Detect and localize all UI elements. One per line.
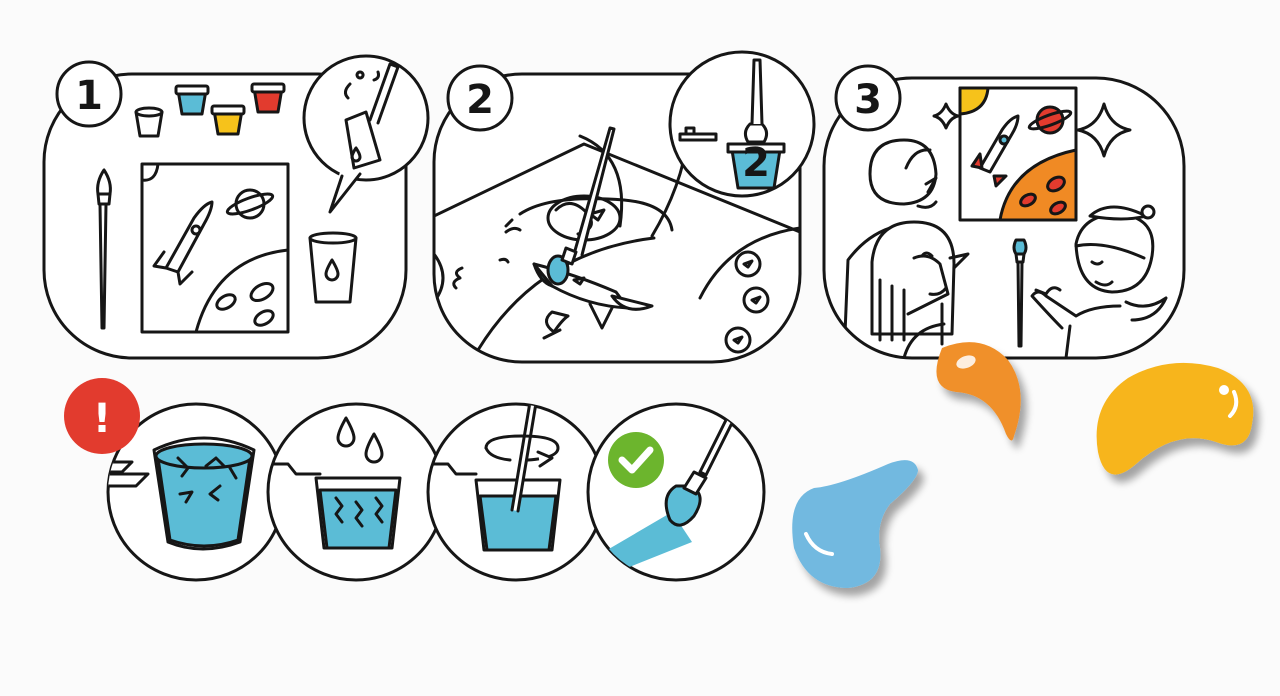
cleaning-steps [106,402,766,582]
step-number-1: 1 [75,73,103,119]
paint-drop-icon [1096,362,1254,475]
step-1-panel [42,54,430,360]
warning-icon: ! [64,378,140,454]
paintbrush-icon [1012,238,1028,348]
paint-drop-icon [936,342,1021,441]
step-2-panel: 2 [432,50,816,364]
paintbrush-icon [664,410,738,527]
cup-number: 2 [742,140,770,186]
dip-brush-bubble [302,54,430,214]
sparkle-icon [932,102,960,130]
paint-pot-icon [134,82,286,138]
fresh-water-circle [266,402,446,582]
step-3-panel [822,64,1186,360]
rinse-brush-circle [426,402,606,582]
step-number-3: 3 [854,77,882,123]
dip-brush-bubble: 2 [668,50,816,198]
checkmark-icon [608,432,664,488]
paint-drop-icon [792,460,918,588]
water-cup-icon [308,231,358,304]
canvas-board [140,162,290,334]
step-number-2: 2 [466,77,494,123]
sparkle-icon [1076,102,1132,158]
rocket-icon [152,200,214,286]
paintbrush-icon [560,126,616,266]
rocket-icon [532,254,654,340]
person-kid [1030,204,1168,358]
dirty-water-circle [106,402,286,582]
ready-brush-circle [586,402,766,582]
paintbrush-icon [96,168,112,330]
planet-icon [225,188,275,220]
warning-mark: ! [93,396,111,442]
finished-painting [958,86,1078,222]
person-woman [870,220,970,358]
